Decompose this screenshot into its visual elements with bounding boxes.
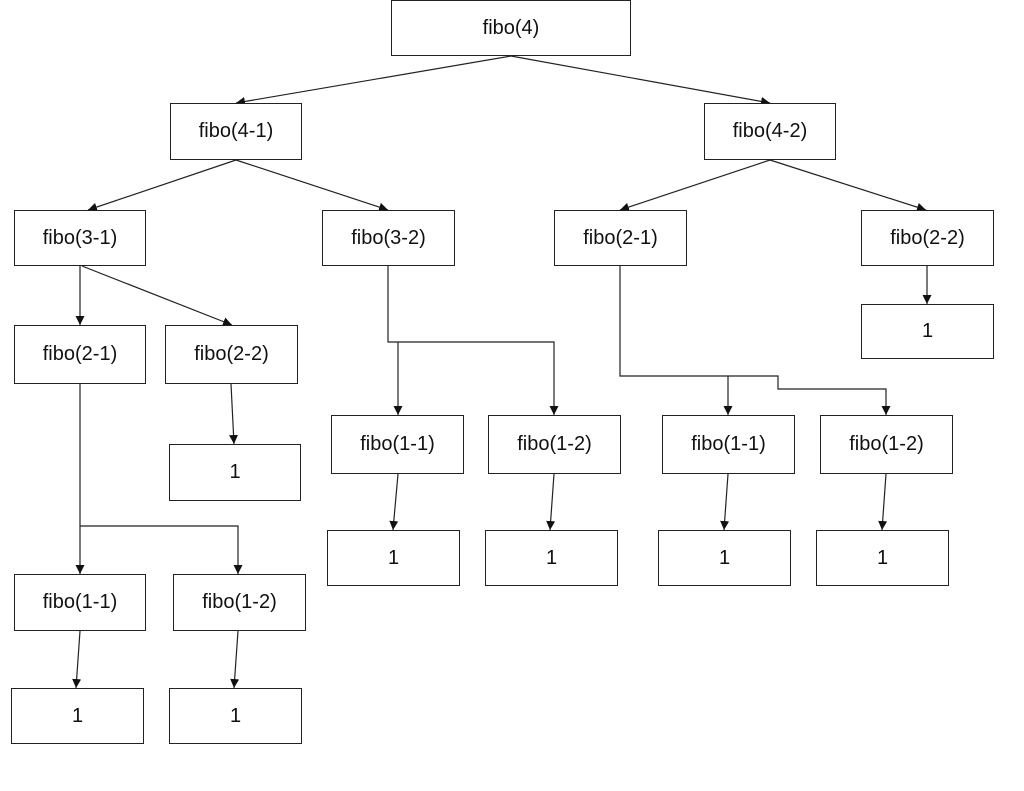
node-fibo-2-2-right: fibo(2-2)	[861, 210, 994, 266]
leaf-fibo-1-1-right: 1	[658, 530, 791, 586]
edge-l1b-m	[387, 266, 559, 415]
edge-r11-leaf	[720, 473, 730, 531]
node-fibo-4-2: fibo(4-2)	[704, 103, 836, 160]
node-root: fibo(4)	[391, 0, 631, 56]
node-fibo-1-2-middle: fibo(1-2)	[488, 415, 621, 474]
leaf-fibo-1-2-middle: 1	[485, 530, 618, 586]
node-fibo-2-1-left: fibo(2-1)	[14, 325, 146, 384]
leaf-fibo-1-2-right: 1	[816, 530, 949, 586]
leaf-fibo-1-1-left: 1	[11, 688, 144, 744]
edge-b12-leaf	[230, 630, 240, 689]
node-fibo-3-1: fibo(3-1)	[14, 210, 146, 266]
leaf-fibo-1-2-left: 1	[169, 688, 302, 744]
edge-l1a-l2b	[81, 265, 233, 326]
edge-r12-leaf	[878, 473, 888, 531]
node-fibo-2-2-left: fibo(2-2)	[165, 325, 298, 384]
edge-l1-l1b	[235, 159, 389, 212]
leaf-fibo-2-2-left: 1	[169, 444, 301, 501]
node-fibo-4-1: fibo(4-1)	[170, 103, 302, 160]
node-fibo-3-2: fibo(3-2)	[322, 210, 455, 266]
edge-b11-leaf	[72, 630, 82, 689]
node-fibo-1-2-left: fibo(1-2)	[173, 574, 306, 631]
edge-l2b-leaf	[229, 383, 239, 445]
leaf-fibo-1-1-middle: 1	[327, 530, 460, 586]
edge-m11-leaf	[389, 473, 399, 531]
edge-r1-r1b	[769, 159, 927, 212]
node-fibo-1-1-middle: fibo(1-1)	[331, 415, 464, 474]
edge-r1-r1a	[619, 159, 771, 212]
edge-l2a-b	[79, 384, 243, 574]
node-fibo-2-1-right: fibo(2-1)	[554, 210, 687, 266]
node-fibo-1-1-left: fibo(1-1)	[14, 574, 146, 631]
edge-root-r1	[510, 55, 771, 106]
edge-l1-l1a	[87, 159, 237, 212]
edge-root-l1	[235, 55, 512, 106]
leaf-fibo-2-2-right: 1	[861, 304, 994, 359]
node-fibo-1-2-right: fibo(1-2)	[820, 415, 953, 474]
edge-m12-leaf	[546, 473, 556, 531]
node-fibo-1-1-right: fibo(1-1)	[662, 415, 795, 474]
edge-r1a-r	[619, 266, 891, 415]
